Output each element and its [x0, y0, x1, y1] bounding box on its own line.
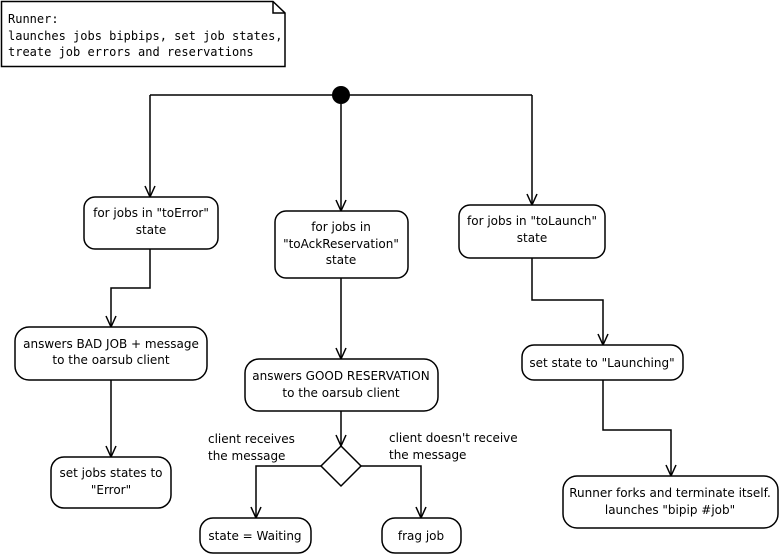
node-state-waiting-line-1: state = Waiting [208, 529, 301, 543]
note: Runner: launches jobs bipbips, set job s… [0, 0, 286, 68]
node-to-error: for jobs in "toError" state [83, 196, 219, 250]
node-set-error: set jobs states to "Error" [50, 456, 172, 509]
edge-launch-to-setlaunching [531, 258, 604, 345]
edges [105, 94, 677, 520]
note-line-2: launches jobs bipbips, set job states, [8, 29, 283, 43]
node-frag-job-line-1: frag job [398, 529, 444, 543]
edge-label-client-receives: client receives the message [208, 432, 295, 463]
node-to-launch: for jobs in "toLaunch" state [458, 204, 606, 259]
note-line-3: treate job errors and reservations [8, 45, 254, 59]
node-state-waiting: state = Waiting [199, 517, 312, 554]
node-good-reservation-line-1: answers GOOD RESERVATION [252, 369, 429, 383]
node-to-ack-reservation: for jobs in "toAckReservation" state [274, 210, 409, 279]
node-to-ack-line-3: state [326, 253, 356, 267]
node-set-launching: set state to "Launching" [521, 344, 684, 381]
node-frag-job: frag job [381, 517, 462, 554]
node-set-error-line-2: "Error" [91, 483, 131, 497]
node-set-launching-line-1: set state to "Launching" [529, 356, 674, 370]
note-line-1: Runner: [8, 12, 59, 26]
edge-decision-to-waiting [255, 465, 321, 518]
node-bad-job: answers BAD JOB + message to the oarsub … [14, 326, 208, 381]
node-runner-forks-line-2: launches "bipip #job" [605, 503, 735, 517]
node-runner-forks: Runner forks and terminate itself. launc… [562, 475, 779, 529]
edge-label-client-not-receive-line-2: the message [389, 448, 466, 462]
node-bad-job-line-2: to the oarsub client [52, 353, 170, 367]
decision-diamond [319, 444, 363, 488]
node-set-error-line-1: set jobs states to [59, 466, 162, 480]
node-bad-job-line-1: answers BAD JOB + message [23, 337, 199, 351]
node-good-reservation-line-2: to the oarsub client [282, 386, 400, 400]
edge-error-to-badjob [110, 249, 151, 327]
node-to-ack-line-1: for jobs in [311, 220, 371, 234]
node-good-reservation: answers GOOD RESERVATION to the oarsub c… [244, 358, 439, 412]
edge-decision-to-frag [361, 465, 422, 518]
node-runner-forks-line-1: Runner forks and terminate itself. [569, 486, 771, 500]
edge-label-client-not-receive-line-1: client doesn't receive [389, 431, 518, 445]
node-to-error-line-2: state [136, 223, 166, 237]
node-to-error-line-1: for jobs in "toError" [93, 206, 209, 220]
node-to-launch-line-2: state [517, 231, 547, 245]
edge-label-client-receives-line-2: the message [208, 449, 285, 463]
node-to-launch-line-1: for jobs in "toLaunch" [467, 214, 597, 228]
edge-setlaunching-to-runner [602, 380, 672, 476]
edge-label-client-not-receive: client doesn't receive the message [389, 431, 518, 462]
node-to-ack-line-2: "toAckReservation" [283, 237, 399, 251]
edge-label-client-receives-line-1: client receives [208, 432, 295, 446]
